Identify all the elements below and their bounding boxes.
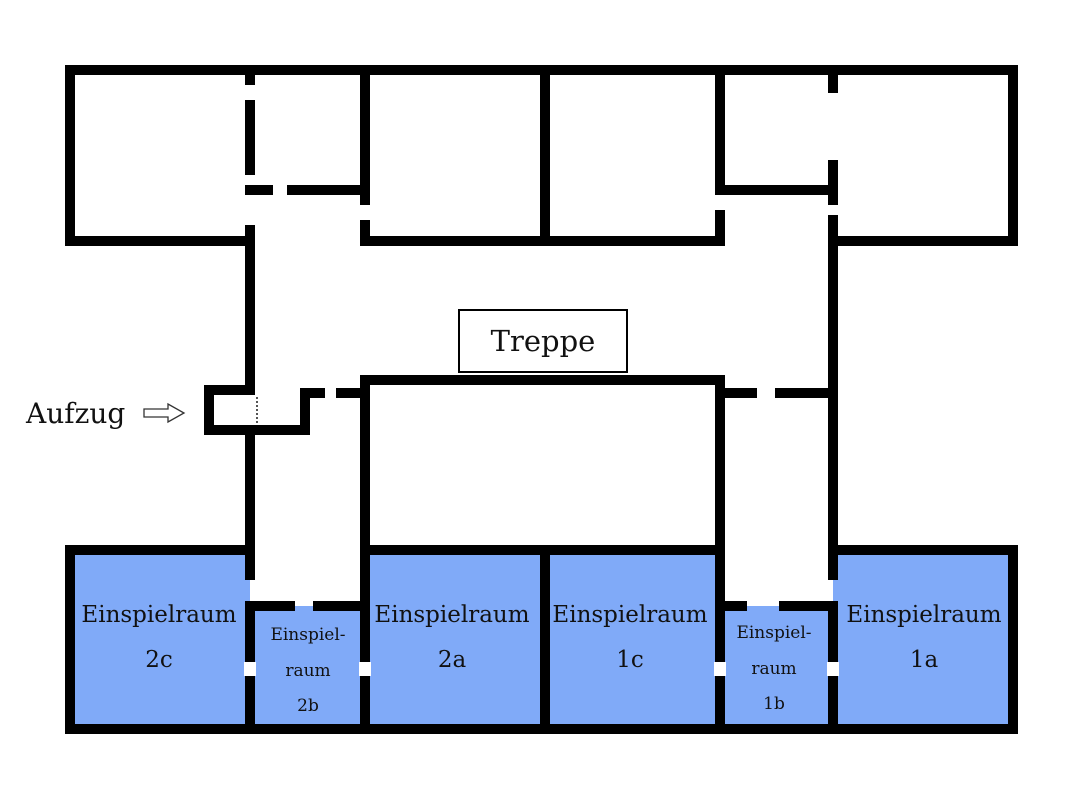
room-2a-fill[interactable] <box>367 553 541 725</box>
room-fills <box>70 553 1013 725</box>
room-1a-label-2: 1a <box>910 647 939 673</box>
room-2c-fill[interactable] <box>70 553 250 725</box>
arrow-right-outline-icon <box>143 402 186 424</box>
elevator-wall <box>204 385 325 435</box>
central-block <box>360 375 725 555</box>
room-1c-label-1: Einspielraum <box>552 602 707 628</box>
room-labels: Einspielraum 2c Einspiel- raum 2b Einspi… <box>81 602 1001 716</box>
room-1a-fill[interactable] <box>833 553 1013 725</box>
room-2c-label-2: 2c <box>145 647 173 673</box>
stairs-label: Treppe <box>491 324 596 358</box>
room-2b-label-3: 2b <box>297 696 319 716</box>
stairs-box <box>458 309 628 373</box>
room-2b-fill[interactable] <box>255 606 362 725</box>
elevator-label: Aufzug <box>25 397 125 430</box>
room-1c-label-2: 1c <box>616 647 644 673</box>
wall-v-720 <box>715 65 838 195</box>
room-1b-fill[interactable] <box>720 606 829 725</box>
room-2a-label-1: Einspielraum <box>374 602 529 628</box>
room-1c-fill[interactable] <box>545 553 717 725</box>
room-2a-label-2: 2a <box>438 647 467 673</box>
room-1b-label-1: Einspiel- <box>736 623 811 643</box>
walls <box>65 65 1018 734</box>
room-2b-label-2: raum <box>285 661 330 681</box>
wall-top-left <box>65 65 255 246</box>
door-gaps <box>244 662 839 676</box>
room-1a-label-1: Einspielraum <box>846 602 1001 628</box>
room-2b-label-1: Einspiel- <box>270 625 345 645</box>
room-1b-label-3: 1b <box>763 694 785 714</box>
room-2c-label-1: Einspielraum <box>81 602 236 628</box>
room-1b-label-2: raum <box>751 659 796 679</box>
